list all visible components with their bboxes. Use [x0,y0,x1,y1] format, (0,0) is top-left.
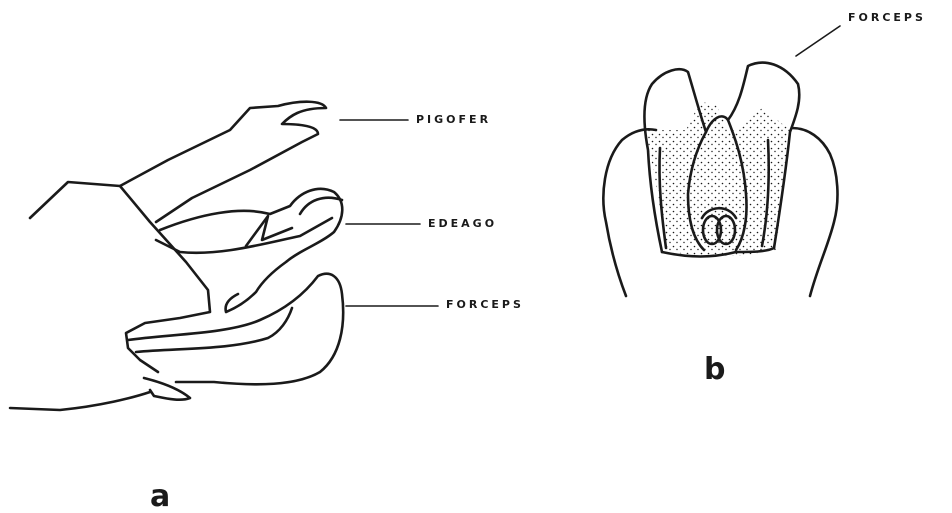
forceps-lateral-outline [128,274,343,385]
ventral-outline [10,392,150,410]
panel-b-drawing [603,26,840,296]
aedeagus-outline [160,189,342,312]
aedeagus-tip-cap [300,198,342,214]
panel-letter-a: a [150,482,170,512]
pygofer-outline [30,102,326,222]
segment-outline-right [792,128,837,296]
label-forceps-b: FORCEPS [848,12,926,23]
label-edeago: EDEAGO [428,218,497,229]
aedeagus-inner [156,218,332,253]
label-forceps-a: FORCEPS [446,299,524,310]
panel-letter-b: b [704,355,725,385]
leader-line-forceps-b [796,26,840,56]
label-pigofer: PIGOFER [416,114,491,125]
abdomen-outline [120,186,210,372]
panel-a-drawing [10,102,438,410]
